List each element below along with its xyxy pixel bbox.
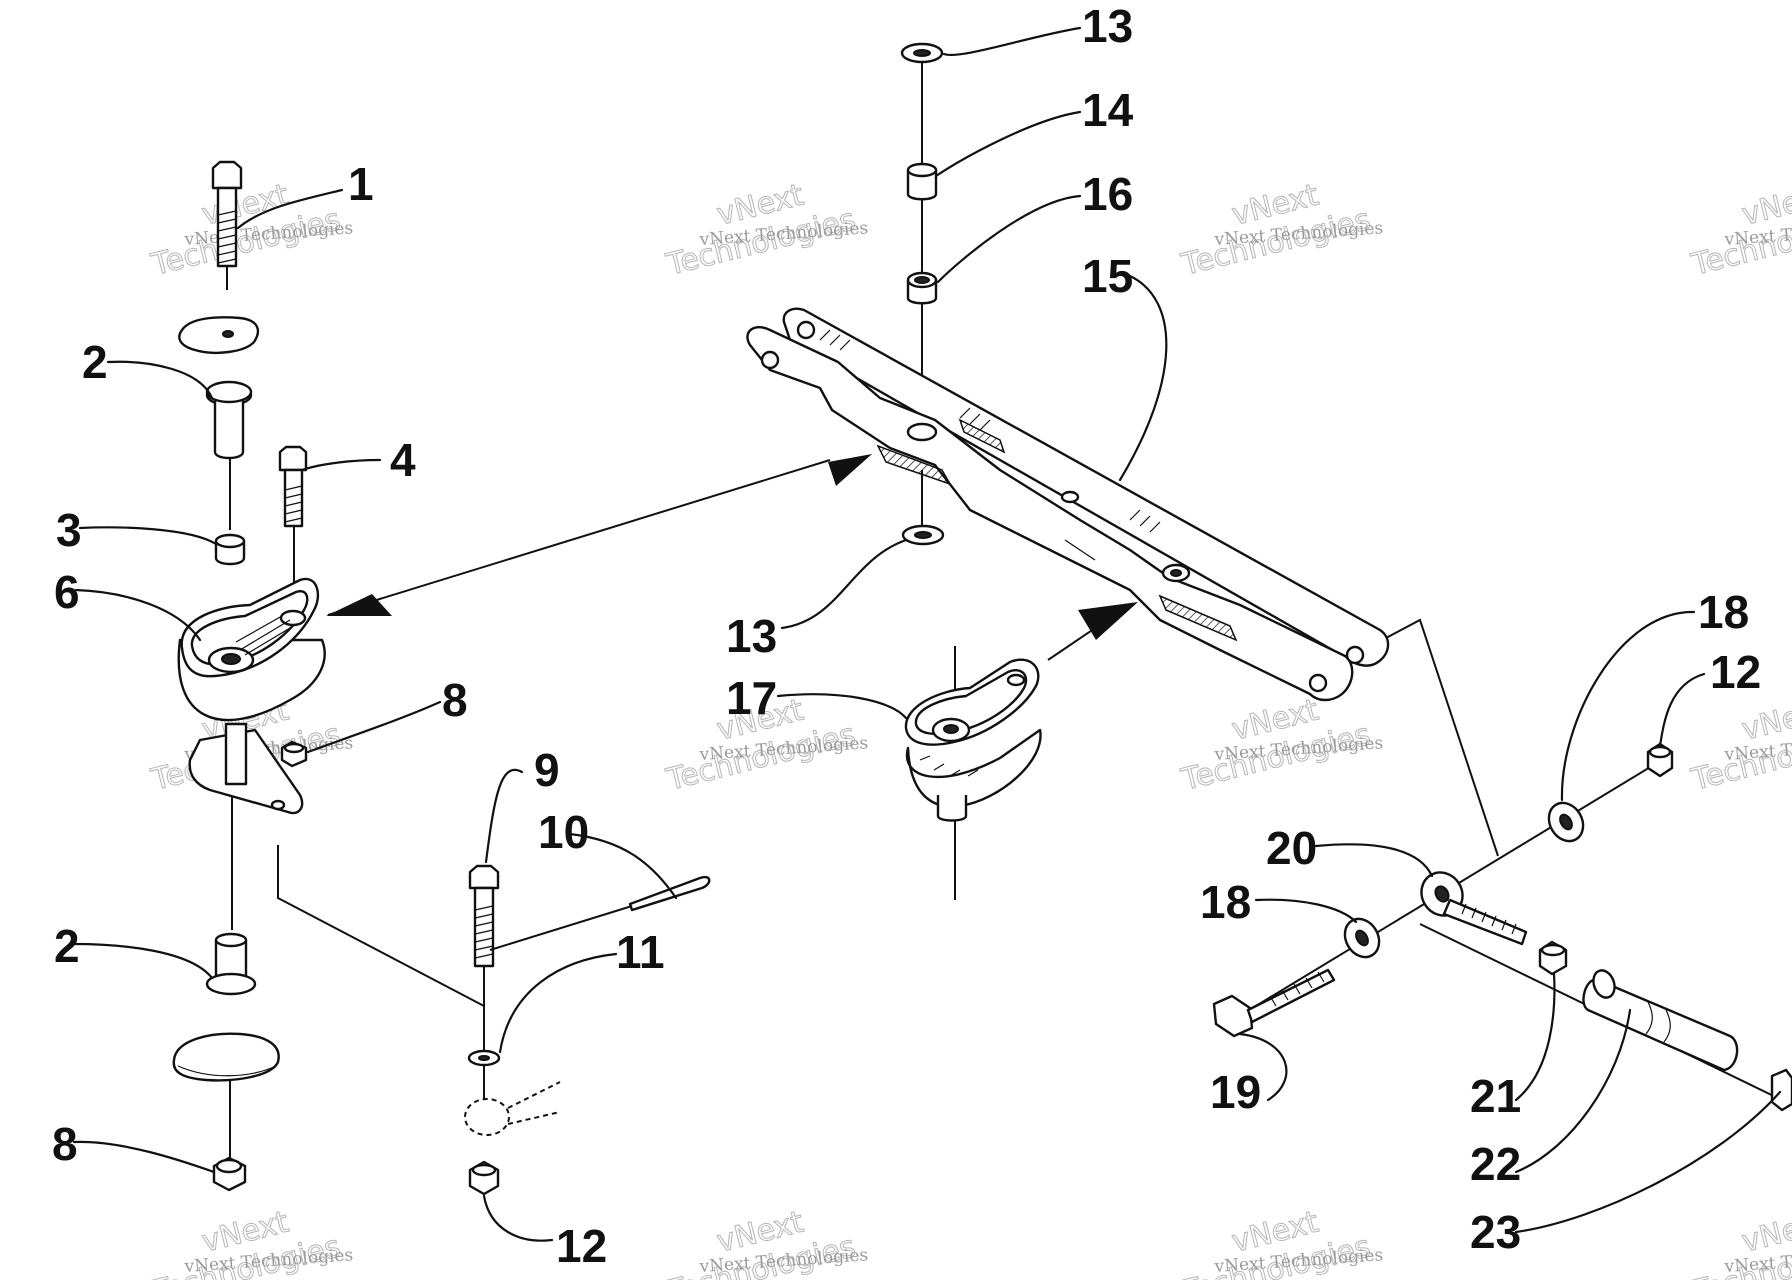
nut-part-21	[1538, 940, 1568, 976]
main-arm-part-15	[746, 307, 1390, 702]
watermark-tile: vNext Technologies vNext Technologies	[147, 177, 354, 283]
watermark-tile: vNext Technologies vNext Technologies	[1177, 1204, 1384, 1280]
callout-22: 22	[1470, 1138, 1521, 1190]
arrow-head	[326, 594, 392, 616]
lower-pad	[172, 1032, 280, 1082]
ball-joint-reference	[464, 1081, 561, 1136]
callout-12-lower: 12	[556, 1220, 607, 1272]
callout-12-right: 12	[1710, 646, 1761, 698]
callout-14: 14	[1082, 84, 1134, 136]
spacer-part-14	[906, 162, 938, 201]
callout-19: 19	[1210, 1066, 1261, 1118]
watermark-tile: vNext Technologies vNext Technologies	[1687, 177, 1792, 283]
nut-part-8-upper	[280, 740, 308, 768]
callout-11: 11	[616, 926, 665, 978]
washer-part-13-bottom	[901, 524, 945, 546]
watermark-tile: vNext Technologies vNext Technologies	[1687, 1204, 1792, 1280]
cotter-pin-part-10	[489, 875, 711, 951]
washer-part-13-top	[900, 42, 944, 64]
washer-part-18-lower	[1343, 917, 1381, 959]
callout-8-lower: 8	[52, 1118, 78, 1170]
pivot-arm-part-17	[904, 646, 1042, 900]
nut-part-12-right	[1646, 742, 1674, 778]
washer-part-11-hole	[478, 1055, 490, 1061]
watermark-tile: vNext Technologies vNext Technologies	[662, 177, 869, 283]
nut-part-8-lower	[212, 1156, 247, 1192]
upper-pad-hole	[222, 330, 234, 338]
watermark-tile: vNext Technologies vNext Technologies	[1177, 177, 1384, 283]
bolt-part-1	[211, 160, 243, 268]
arrow-head	[1078, 602, 1138, 640]
callout-23: 23	[1470, 1206, 1521, 1258]
leader-line	[277, 845, 485, 1007]
callout-6: 6	[54, 566, 80, 618]
callout-4: 4	[390, 434, 416, 486]
watermark-tile: vNext Technologies vNext Technologies	[147, 1204, 354, 1280]
callout-2-upper: 2	[82, 336, 108, 388]
arrow-head	[828, 454, 872, 486]
callout-13-bottom: 13	[726, 610, 777, 662]
bolt-part-4	[278, 445, 308, 528]
center-stack	[900, 42, 945, 546]
sleeve-part-22	[1582, 969, 1739, 1072]
callout-21: 21	[1470, 1070, 1521, 1122]
direction-arrows	[326, 454, 1138, 661]
callout-8-upper: 8	[442, 674, 468, 726]
bushing-part-2-upper	[205, 380, 253, 460]
watermark-tile: vNext Technologies vNext Technologies	[1177, 692, 1384, 798]
fastener-stack-9-12	[464, 864, 711, 1196]
callout-17: 17	[726, 672, 777, 724]
callout-3: 3	[56, 504, 82, 556]
bolt-part-9	[468, 864, 500, 968]
callout-9: 9	[534, 744, 560, 796]
leader-line	[1385, 618, 1499, 857]
upper-pad	[178, 316, 260, 355]
spacer-part-3	[214, 533, 246, 566]
callout-18-lower: 18	[1200, 876, 1251, 928]
callout-16: 16	[1082, 168, 1133, 220]
bolt-part-19	[1212, 968, 1336, 1038]
watermark-tile: vNext Technologies vNext Technologies	[662, 1204, 869, 1280]
nut-part-23	[1770, 1068, 1792, 1112]
pivot-arm-part-6	[177, 577, 326, 815]
washer-part-18-upper	[1547, 801, 1585, 843]
callout-13-top: 13	[1082, 0, 1133, 52]
callout-20: 20	[1266, 822, 1317, 874]
callout-1: 1	[348, 158, 374, 210]
callout-labels: 1 2 3 4 6 8 2 8 9 10 11 12 13 14 16 15 1…	[52, 0, 1761, 1272]
callout-2-lower: 2	[54, 920, 80, 972]
callout-10: 10	[538, 806, 589, 858]
leader-lines	[72, 26, 1782, 1242]
watermark-tile: vNext Technologies vNext Technologies	[1687, 692, 1792, 798]
bushing-part-2-lower	[205, 932, 257, 996]
callout-18-upper: 18	[1698, 586, 1749, 638]
spacer-part-16	[906, 271, 938, 305]
left-pivot-assembly	[172, 160, 485, 1192]
callout-15: 15	[1082, 250, 1133, 302]
nut-part-12	[468, 1160, 500, 1196]
